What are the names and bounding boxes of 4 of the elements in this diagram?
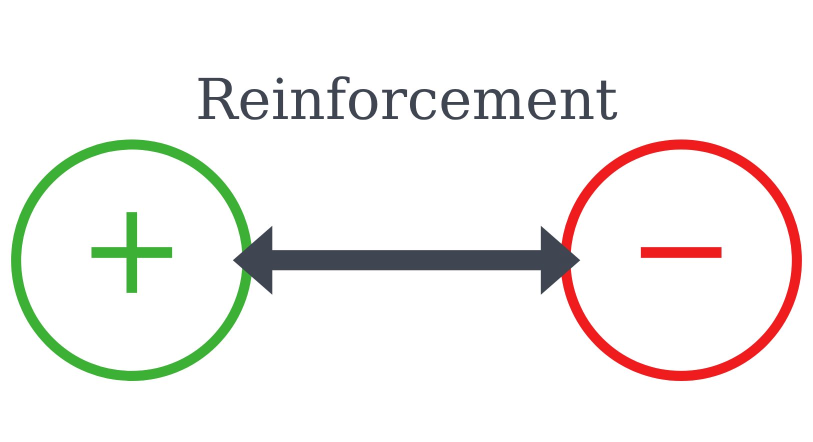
- node-circle: +: [11, 140, 253, 381]
- diagram-title: Reinforcement: [195, 68, 618, 134]
- arrow: [232, 226, 580, 295]
- node-circle: −: [560, 140, 802, 381]
